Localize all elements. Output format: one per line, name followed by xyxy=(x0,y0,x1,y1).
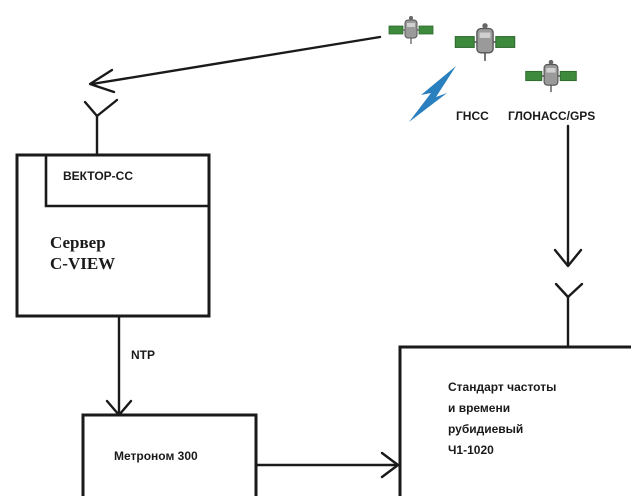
satellite-icon xyxy=(388,15,434,45)
vektor-cc-label: ВЕКТОР-СС xyxy=(63,169,133,183)
server-title-line2: C-VIEW xyxy=(50,254,116,273)
frequency-standard-line2: и времени xyxy=(448,401,511,415)
metronom-label: Метроном 300 xyxy=(114,449,198,463)
gnss-label: ГНСС xyxy=(456,109,489,123)
satellite-to-server-arrow xyxy=(88,35,382,94)
frequency-standard-line3: рубидиевый xyxy=(448,422,524,436)
server-title-line1: Сервер xyxy=(50,233,106,252)
ntp-arrow xyxy=(105,314,133,417)
glonass-gps-label: ГЛОНАСС/GPS xyxy=(508,109,596,123)
ntp-label: NTP xyxy=(131,348,155,362)
metronom-to-standard-arrow xyxy=(254,451,400,479)
gnss-down-arrow xyxy=(553,124,583,268)
satellite-icon xyxy=(454,22,516,62)
metronom-block xyxy=(81,413,258,496)
lightning-icon xyxy=(409,66,456,122)
satellite-icon xyxy=(525,59,577,93)
server-block xyxy=(15,153,211,318)
frequency-standard-block xyxy=(398,345,631,496)
vektor-module-frame xyxy=(44,155,208,208)
antenna-icon xyxy=(554,282,584,349)
frequency-standard-line1: Стандарт частоты xyxy=(448,380,557,394)
antenna-icon xyxy=(83,98,119,157)
frequency-standard-line4: Ч1-1020 xyxy=(448,443,494,457)
